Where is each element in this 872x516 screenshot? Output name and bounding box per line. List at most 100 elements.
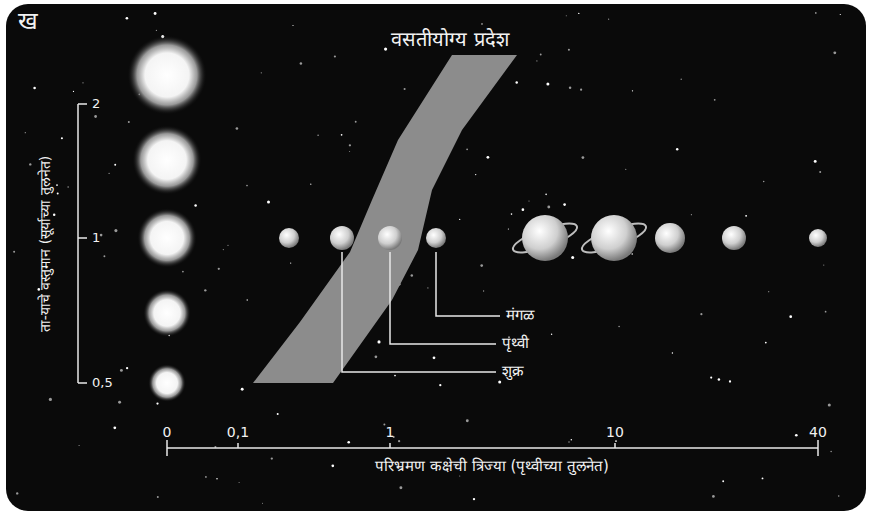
star-dot: [580, 89, 582, 91]
star-dot: [331, 464, 334, 467]
star-dot: [569, 87, 571, 89]
star-dot: [375, 355, 378, 358]
callout-label: पृथ्वी: [502, 335, 529, 352]
star-column: [127, 35, 207, 402]
star-dot: [608, 19, 609, 20]
star-dot: [459, 219, 460, 220]
axis-title: ता-याचे वस्तुमान (सूर्याच्या तुलनेत): [37, 156, 53, 332]
star-dot: [154, 12, 157, 15]
star-dot: [768, 291, 769, 292]
star-dot: [427, 287, 428, 288]
star-dot: [156, 30, 157, 31]
star-dot: [128, 121, 130, 123]
star-dot: [828, 403, 831, 406]
star-dot: [522, 208, 525, 211]
star-dot: [267, 201, 270, 204]
star-dot: [223, 249, 224, 250]
star-dot: [722, 480, 724, 482]
star-dot: [833, 51, 836, 54]
star-dot: [292, 25, 293, 26]
star-dot: [814, 160, 817, 163]
panel-letter: ख: [18, 8, 38, 36]
star-dot: [82, 82, 83, 83]
star-dot: [710, 377, 712, 379]
star-dot: [466, 148, 468, 150]
star-dot: [618, 326, 620, 328]
star-dot: [16, 492, 18, 494]
star-dot: [508, 228, 509, 229]
star-dot: [819, 171, 821, 173]
star-dot: [67, 186, 69, 188]
star-dot: [120, 369, 123, 372]
star-dot: [108, 173, 109, 174]
star-dot: [676, 148, 678, 150]
star-dot: [528, 200, 529, 201]
star-dot: [94, 115, 97, 118]
star-dot: [349, 151, 350, 152]
star-dot: [25, 132, 26, 133]
star-dot: [377, 340, 380, 343]
star-dot: [625, 169, 626, 170]
star-dot: [536, 60, 537, 61]
star-dot: [745, 215, 747, 217]
star-dot: [247, 299, 248, 300]
callout-label: शुक्र: [502, 363, 524, 380]
leader-lines: [342, 252, 500, 372]
zone-label: वसतीयोग्य प्रदेश: [391, 28, 508, 51]
star-dot: [481, 23, 483, 25]
star-dot: [563, 203, 566, 206]
star-dot: [239, 482, 240, 483]
star-dot: [615, 440, 617, 442]
star-dot: [718, 378, 721, 381]
tick-value: 0,5: [92, 376, 113, 391]
star-dot: [795, 434, 798, 437]
star-dot: [355, 121, 357, 123]
star-dot: [277, 413, 279, 415]
x-axis: [167, 440, 818, 456]
star-dot: [194, 204, 197, 207]
star-dot: [439, 384, 441, 386]
star-dot: [762, 477, 764, 479]
planet-row: [279, 215, 827, 261]
star-dot: [261, 72, 262, 73]
star-dot: [815, 12, 817, 14]
star-dot: [271, 457, 273, 459]
star-dot: [347, 441, 350, 444]
tick-value: 1: [386, 424, 395, 440]
star-dot: [578, 13, 579, 14]
star-dot: [394, 375, 396, 377]
star-dot: [404, 88, 406, 90]
tick-value: 2: [92, 97, 100, 112]
star-dot: [334, 55, 336, 57]
star-dot: [310, 184, 311, 185]
star-dot: [547, 206, 550, 209]
star-dot: [466, 419, 469, 422]
star-dot: [49, 398, 52, 401]
star-dot: [204, 289, 206, 291]
star-dot: [632, 90, 633, 91]
star-dot: [56, 184, 58, 186]
star-dot: [182, 271, 184, 273]
habitable-zone-band: [253, 55, 517, 383]
star-dot: [700, 313, 702, 315]
star-dot: [765, 342, 767, 344]
tick-value: 40: [809, 424, 827, 440]
star-dot: [246, 185, 248, 187]
star-dot: [118, 401, 121, 404]
star-dot: [551, 333, 552, 334]
star-dot: [480, 264, 483, 267]
star-dot: [631, 253, 633, 255]
star-dot: [825, 311, 827, 313]
star-dot: [582, 156, 585, 159]
star-dot: [317, 135, 319, 137]
star-dot: [349, 144, 351, 146]
star-dot: [398, 440, 400, 442]
star-dot: [672, 352, 673, 353]
star-dot: [33, 87, 36, 90]
star-dot: [61, 137, 63, 139]
starfield: [13, 12, 841, 504]
star-dot: [712, 495, 715, 498]
tick-value: 0,1: [227, 424, 249, 440]
star-dot: [57, 193, 59, 195]
star-dot: [262, 503, 263, 504]
